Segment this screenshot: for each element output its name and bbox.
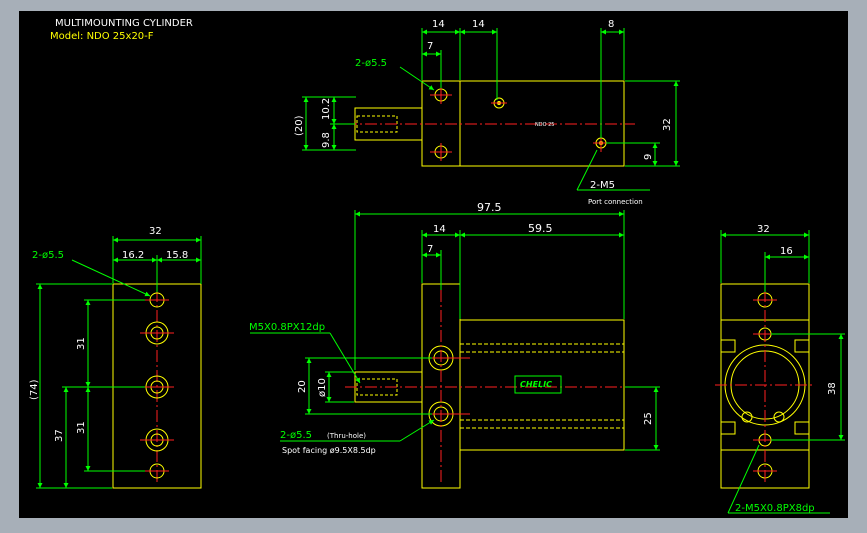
left-dim-31b: 31	[76, 421, 87, 434]
top-dim-8: 8	[608, 19, 614, 30]
top-dim-14a: 14	[432, 19, 445, 30]
port-note: Port connection	[588, 198, 643, 206]
front-view: CHELIC 97.5 14 59.5 7 20 ø10 25 M5X0.8PX…	[249, 201, 660, 489]
left-hole-note: 2-ø5.5	[32, 250, 64, 261]
front-dim-25: 25	[643, 412, 654, 425]
drawing-svg: MULTIMOUNTING CYLINDER Model: NDO 25x20-…	[29, 18, 845, 514]
front-dim-7: 7	[427, 244, 433, 255]
title-block: MULTIMOUNTING CYLINDER Model: NDO 25x20-…	[50, 18, 193, 42]
top-hole-note: 2-ø5.5	[355, 58, 387, 69]
top-view: NDO 25 14 14 8 7 32 9 (20) 10.2 9.8	[294, 19, 680, 206]
left-view: 32 16.2 15.8 2-ø5.5 (74) 37 31 31	[29, 226, 202, 489]
right-dim-32: 32	[757, 224, 770, 235]
front-dim-97-5: 97.5	[477, 201, 502, 214]
front-thru-note: (Thru-hole)	[327, 432, 366, 440]
front-hole-note: 2-ø5.5	[280, 430, 312, 441]
right-view: 32 16 38 2-M5X0.8PX8dp	[715, 224, 845, 514]
cad-drawing-canvas: MULTIMOUNTING CYLINDER Model: NDO 25x20-…	[19, 11, 848, 518]
title-line1: MULTIMOUNTING CYLINDER	[55, 18, 193, 29]
left-dim-74: (74)	[29, 379, 40, 400]
top-nameplate: NDO 25	[535, 122, 554, 128]
top-dim-7: 7	[427, 41, 433, 52]
front-logo-plate	[514, 375, 562, 394]
left-dim-31a: 31	[76, 337, 87, 350]
left-dim-37: 37	[54, 429, 65, 442]
front-dim-59-5: 59.5	[528, 222, 553, 235]
right-dim-38: 38	[827, 382, 838, 395]
left-dim-32: 32	[149, 226, 162, 237]
top-dim-14b: 14	[472, 19, 485, 30]
front-dim-14: 14	[433, 224, 446, 235]
top-dim-20: (20)	[294, 115, 305, 136]
front-logo: CHELIC	[520, 380, 552, 389]
front-dim-20: 20	[297, 380, 308, 393]
top-dim-10-2: 10.2	[321, 98, 332, 120]
right-thread-note: 2-M5X0.8PX8dp	[735, 503, 815, 514]
port-label: 2-M5	[590, 180, 615, 191]
top-dim-9: 9	[643, 154, 654, 160]
top-dim-9-8: 9.8	[321, 132, 332, 148]
title-line2: Model: NDO 25x20-F	[50, 31, 154, 42]
front-body	[459, 319, 625, 451]
left-dim-15-8: 15.8	[166, 250, 188, 261]
front-dim-dia10: ø10	[317, 378, 328, 397]
right-dim-16: 16	[780, 246, 793, 257]
top-dim-32: 32	[662, 118, 673, 131]
left-dim-16-2: 16.2	[122, 250, 144, 261]
front-thread-note: M5X0.8PX12dp	[249, 322, 325, 333]
front-spot-note: Spot facing ø9.5X8.5dp	[282, 446, 376, 455]
